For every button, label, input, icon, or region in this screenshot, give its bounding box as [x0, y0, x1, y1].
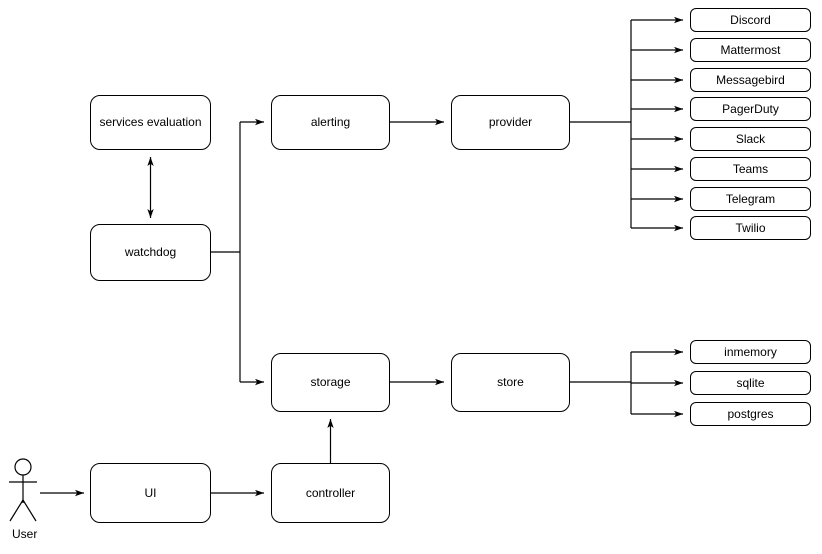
- node-label: storage: [310, 375, 351, 390]
- node-ui[interactable]: UI: [90, 463, 211, 523]
- node-label: watchdog: [124, 245, 177, 260]
- user-actor-label: User: [12, 527, 38, 541]
- node-provider-slack[interactable]: Slack: [690, 127, 811, 151]
- node-label: postgres: [727, 406, 774, 421]
- node-label: alerting: [310, 115, 351, 130]
- node-provider-telegram[interactable]: Telegram: [690, 187, 811, 211]
- node-label: PagerDuty: [722, 101, 779, 116]
- node-label: controller: [305, 485, 356, 500]
- node-label: Mattermost: [720, 42, 781, 57]
- node-storage[interactable]: storage: [271, 353, 390, 412]
- node-watchdog[interactable]: watchdog: [90, 224, 211, 281]
- node-label: store: [497, 375, 524, 390]
- node-store[interactable]: store: [451, 353, 570, 412]
- node-provider-teams[interactable]: Teams: [690, 157, 811, 181]
- node-provider-pagerduty[interactable]: PagerDuty: [690, 97, 811, 121]
- node-label: Twilio: [735, 220, 766, 235]
- node-store-sqlite[interactable]: sqlite: [690, 371, 811, 395]
- node-store-postgres[interactable]: postgres: [690, 402, 811, 426]
- node-store-inmemory[interactable]: inmemory: [690, 340, 811, 364]
- node-provider-messagebird[interactable]: Messagebird: [690, 68, 811, 92]
- user-actor-figure: [9, 458, 37, 522]
- node-label: sqlite: [736, 375, 765, 390]
- node-label: inmemory: [724, 344, 777, 359]
- node-controller[interactable]: controller: [271, 463, 390, 523]
- node-services-evaluation[interactable]: services evaluation: [90, 95, 211, 150]
- node-label: Teams: [732, 161, 769, 176]
- node-alerting[interactable]: alerting: [271, 95, 390, 150]
- node-provider-twilio[interactable]: Twilio: [690, 216, 811, 240]
- node-provider-discord[interactable]: Discord: [690, 8, 811, 32]
- node-label: Telegram: [725, 191, 776, 206]
- node-label: UI: [144, 485, 157, 500]
- node-provider[interactable]: provider: [451, 95, 570, 150]
- node-label: provider: [488, 115, 533, 130]
- node-label: services evaluation: [99, 115, 202, 130]
- node-label: Slack: [735, 131, 766, 146]
- node-label: Discord: [730, 12, 771, 27]
- node-provider-mattermost[interactable]: Mattermost: [690, 38, 811, 62]
- node-label: Messagebird: [716, 72, 785, 87]
